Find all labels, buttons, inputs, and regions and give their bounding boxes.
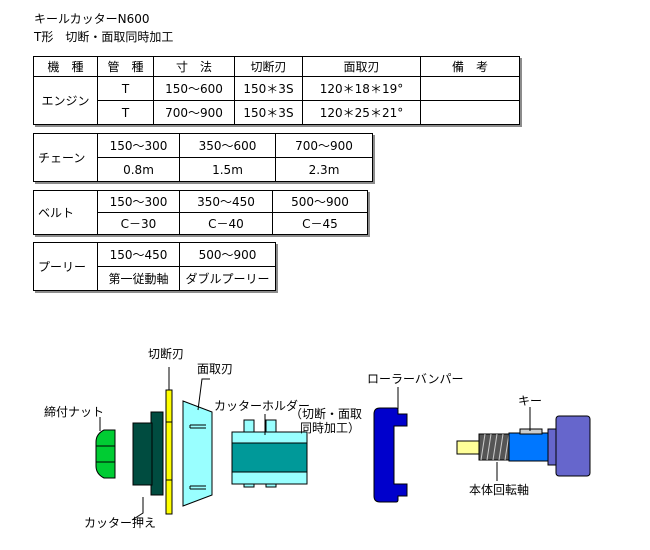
cutting-blade-cell: 150＊3S (234, 76, 303, 101)
chain-length-cell: 1.5m (179, 157, 276, 182)
label-note-line1: （切断・面取 (290, 406, 362, 421)
label-cutter-holder: カッターホルダー (214, 398, 310, 413)
size-cell: 700～900 (153, 100, 235, 125)
document-subtitle: T形 切断・面取同時加工 (34, 30, 174, 44)
label-key: キー (518, 394, 542, 408)
table-row: 第一従動軸 ダブルプーリー (34, 266, 276, 291)
belt-type-cell: C－40 (179, 212, 273, 235)
pulley-type-cell: 第一従動軸 (97, 266, 180, 291)
belt-type-cell: C－45 (272, 212, 368, 235)
belt-table: ベルト 150～300 350～450 500～900 C－30 C－40 C－… (33, 190, 368, 235)
chamfer-blade-cell: 120＊18＊19° (302, 76, 421, 101)
main-shaft-part (456, 415, 591, 477)
header-pipe-type: 管 種 (97, 56, 154, 77)
chain-size-cell: 700～900 (275, 133, 373, 158)
table-row: チェーン 150～300 350～600 700～900 (33, 133, 373, 182)
chain-table: チェーン 150～300 350～600 700～900 0.8m 1.5m 2… (33, 133, 373, 182)
model-cell: エンジン (33, 76, 98, 125)
tightening-nut-part (95, 429, 116, 479)
chamfer-blade-part (182, 400, 213, 507)
main-spec-table: 機 種 管 種 寸 法 切断刃 面取刃 備 考 エンジン T 150～600 1… (33, 56, 520, 125)
cutting-blade-part (165, 389, 173, 515)
size-cell: 150～600 (153, 76, 235, 101)
belt-type-cell: C－30 (97, 212, 180, 235)
retainer-leader (131, 497, 144, 521)
chamfer-blade-leader (197, 378, 210, 411)
label-main-shaft: 本体回転軸 (469, 483, 529, 497)
leader-lines (99, 367, 531, 521)
label-cutter-retainer: カッター押え (84, 516, 156, 530)
chain-length-cell: 2.3m (275, 157, 373, 182)
cutting-blade-cell: 150＊3S (234, 100, 303, 125)
label-chamfer-blade: 面取刃 (197, 362, 233, 376)
table-row: エンジン T 150～600 150＊3S 120＊18＊19° (33, 76, 520, 125)
table-row: T 700～900 150＊3S 120＊25＊21° (34, 100, 520, 125)
label-roller-bumper: ローラーバンパー (367, 372, 463, 386)
roller-bumper-part (373, 407, 408, 503)
label-cutting-blade: 切断刃 (148, 346, 184, 361)
cutter-retainer-part (132, 411, 164, 496)
document-title: キールカッターN600 (34, 12, 150, 26)
notes-cell (420, 76, 520, 101)
chamfer-blade-cell: 120＊25＊21° (302, 100, 421, 125)
label-tightening-nut: 締付ナット (44, 404, 104, 419)
table-row: C－30 C－40 C－45 (34, 212, 368, 235)
label-note-line2: 同時加工） (300, 421, 360, 435)
cutter-holder-part (231, 419, 308, 488)
table-row: ベルト 150～300 350～450 500～900 (33, 190, 368, 235)
table-row: 0.8m 1.5m 2.3m (34, 157, 373, 182)
pulley-label: プーリー (33, 242, 98, 291)
pulley-type-cell: ダブルプーリー (179, 266, 276, 291)
belt-size-cell: 150～300 (97, 190, 180, 213)
chain-length-cell: 0.8m (97, 157, 180, 182)
notes-cell (420, 100, 520, 125)
pulley-table: プーリー 150～450 500～900 第一従動軸 ダブルプーリー (33, 242, 276, 291)
